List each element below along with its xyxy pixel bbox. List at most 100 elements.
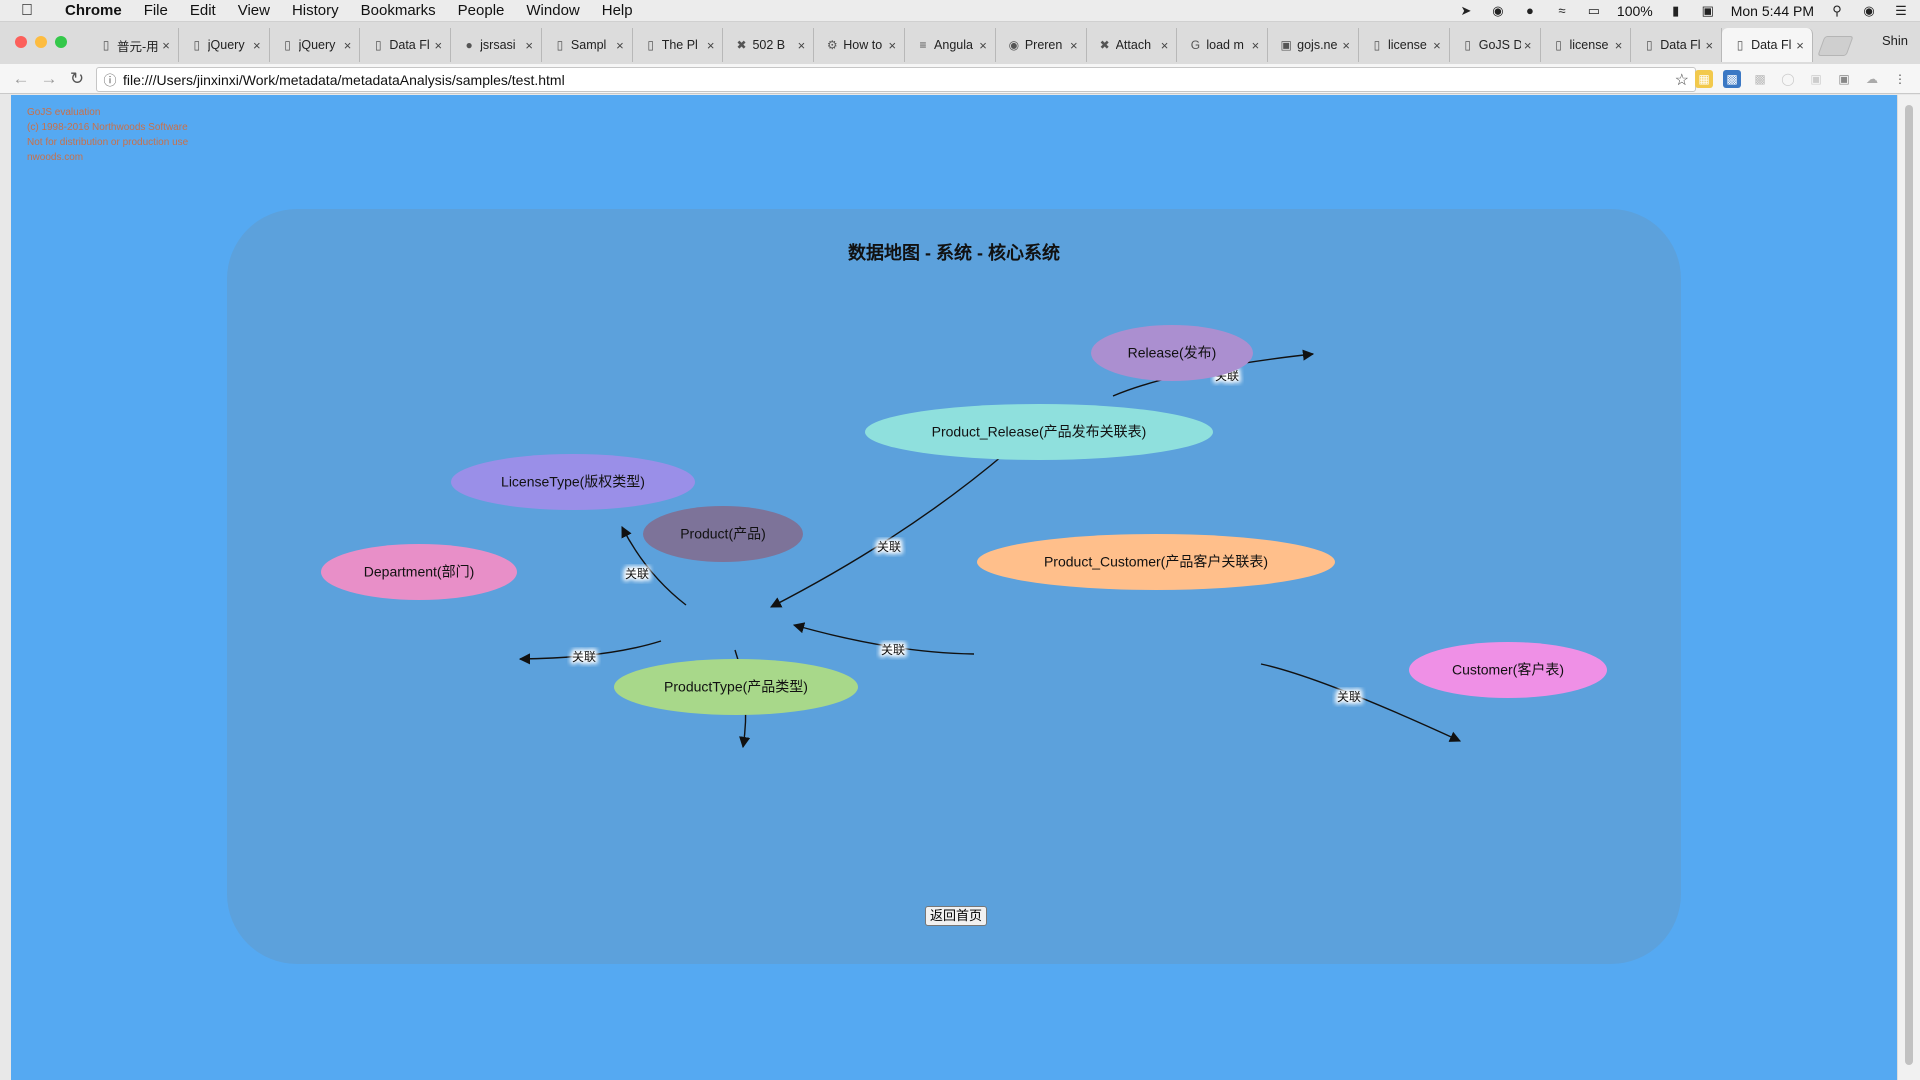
- new-tab-button[interactable]: [1817, 36, 1854, 56]
- profile-name[interactable]: Shin: [1881, 33, 1908, 48]
- data-map-diagram[interactable]: 关联关联关联关联关联关联关联关联关联关联关联关联关联关联 Release(发布)…: [227, 209, 1681, 964]
- browser-tab[interactable]: ▯license×: [1541, 28, 1632, 62]
- browser-tab[interactable]: ▯Sampl×: [542, 28, 633, 62]
- edge-product-release-to-product[interactable]: [770, 450, 1009, 608]
- notification-center-icon[interactable]: ☰: [1895, 3, 1907, 18]
- siri-icon[interactable]: ◉: [1863, 3, 1875, 18]
- battery-icon[interactable]: ▮: [1672, 3, 1680, 18]
- close-tab-icon[interactable]: ×: [979, 38, 987, 53]
- browser-tab[interactable]: ●jsrsasi×: [451, 28, 542, 62]
- browser-tab[interactable]: ▯普元-用×: [88, 28, 179, 62]
- edge-product-to-department[interactable]: [518, 640, 662, 665]
- close-tab-icon[interactable]: ×: [1251, 38, 1260, 53]
- close-tab-icon[interactable]: ×: [525, 38, 533, 53]
- node-shape[interactable]: [1409, 642, 1607, 698]
- return-home-button[interactable]: 返回首页: [925, 906, 988, 926]
- browser-tab[interactable]: ▣gojs.ne×: [1268, 28, 1359, 62]
- extension-qr-icon[interactable]: ▩: [1754, 72, 1766, 86]
- close-tab-icon[interactable]: ×: [1342, 38, 1350, 53]
- address-bar[interactable]: ⓘ file:///Users/jinxinxi/Work/metadata/m…: [96, 67, 1696, 92]
- menu-app-name[interactable]: Chrome: [65, 1, 122, 19]
- close-tab-icon[interactable]: ×: [1160, 38, 1169, 53]
- scrollbar-thumb[interactable]: [1905, 105, 1913, 1065]
- apple-menu-icon[interactable]: : [0, 2, 54, 20]
- headphones-icon[interactable]: ◉: [1492, 3, 1504, 18]
- browser-tab[interactable]: ▯The Pl×: [633, 28, 724, 62]
- browser-tab[interactable]: ▯GoJS D×: [1450, 28, 1541, 62]
- close-tab-icon[interactable]: ×: [434, 38, 443, 53]
- close-tab-icon[interactable]: ×: [616, 38, 624, 53]
- close-tab-icon[interactable]: ×: [797, 38, 806, 53]
- menu-file[interactable]: File: [143, 1, 168, 19]
- zoom-window-icon[interactable]: [55, 36, 67, 48]
- browser-tab[interactable]: ✖Attach×: [1087, 28, 1178, 62]
- wechat-icon[interactable]: ●: [1525, 3, 1534, 18]
- close-tab-icon[interactable]: ×: [1523, 38, 1532, 53]
- spotlight-search-icon[interactable]: ⚲: [1832, 3, 1842, 18]
- s-app-icon[interactable]: ▣: [1701, 3, 1714, 18]
- browser-tab[interactable]: ▯Data Fl×: [1631, 28, 1723, 62]
- node-license-type[interactable]: LicenseType(版权类型): [451, 454, 695, 510]
- close-tab-icon[interactable]: ×: [343, 38, 352, 53]
- menubar-clock[interactable]: Mon 5:44 PM: [1730, 3, 1814, 19]
- extension-clock-icon[interactable]: ◯: [1781, 72, 1795, 86]
- info-icon[interactable]: ⓘ: [103, 73, 117, 88]
- node-product-customer[interactable]: Product_Customer(产品客户关联表): [977, 534, 1335, 590]
- close-tab-icon[interactable]: ×: [1705, 38, 1714, 53]
- chrome-menu-icon[interactable]: ⋮: [1894, 72, 1906, 86]
- node-product[interactable]: Product(产品): [643, 506, 803, 562]
- browser-tab[interactable]: ⚙How to×: [814, 28, 906, 62]
- wifi-icon[interactable]: ≈: [1558, 3, 1566, 18]
- browser-tab[interactable]: ▯jQuery×: [270, 28, 361, 62]
- extension-cloud-icon[interactable]: ☁: [1866, 72, 1878, 86]
- node-customer[interactable]: Customer(客户表): [1409, 642, 1607, 698]
- node-shape[interactable]: [451, 454, 695, 510]
- node-shape[interactable]: [643, 506, 803, 562]
- address-url[interactable]: file:///Users/jinxinxi/Work/metadata/met…: [123, 71, 565, 88]
- edge-product-customer-to-product[interactable]: [792, 622, 975, 655]
- extension-square-icon[interactable]: ▣: [1838, 72, 1850, 86]
- menu-view[interactable]: View: [237, 1, 270, 19]
- node-shape[interactable]: [1091, 325, 1253, 381]
- close-tab-icon[interactable]: ×: [252, 38, 261, 53]
- menu-edit[interactable]: Edit: [189, 1, 216, 19]
- node-shape[interactable]: [321, 544, 517, 600]
- menu-window[interactable]: Window: [526, 1, 580, 19]
- reload-icon[interactable]: ↻: [69, 69, 85, 88]
- node-product-type[interactable]: ProductType(产品类型): [614, 659, 858, 715]
- close-tab-icon[interactable]: ×: [706, 38, 715, 53]
- airplay-icon[interactable]: ▭: [1587, 3, 1601, 18]
- close-window-icon[interactable]: [15, 36, 27, 48]
- forward-arrow-icon[interactable]: →: [40, 69, 58, 88]
- close-tab-icon[interactable]: ×: [1070, 38, 1078, 53]
- browser-tab[interactable]: ≡Angula×: [905, 28, 996, 62]
- node-shape[interactable]: [865, 404, 1213, 460]
- close-tab-icon[interactable]: ×: [1614, 38, 1623, 53]
- browser-tab[interactable]: ▯license×: [1359, 28, 1450, 62]
- back-arrow-icon[interactable]: ←: [12, 69, 30, 88]
- menu-history[interactable]: History: [291, 1, 339, 19]
- menu-help[interactable]: Help: [601, 1, 633, 19]
- browser-tab[interactable]: ▯Data Fl×: [1722, 28, 1813, 62]
- node-release[interactable]: Release(发布): [1091, 325, 1253, 381]
- menu-bookmarks[interactable]: Bookmarks: [360, 1, 436, 19]
- node-shape[interactable]: [614, 659, 858, 715]
- browser-tab[interactable]: ✖502 B×: [723, 28, 815, 62]
- feather-icon[interactable]: ➤: [1460, 3, 1472, 18]
- browser-tab[interactable]: ▯jQuery×: [179, 28, 270, 62]
- node-department[interactable]: Department(部门): [321, 544, 517, 600]
- bookmark-star-icon[interactable]: ☆: [1674, 72, 1689, 89]
- menu-people[interactable]: People: [457, 1, 505, 19]
- close-tab-icon[interactable]: ×: [1796, 38, 1804, 53]
- minimize-window-icon[interactable]: [35, 36, 47, 48]
- extension-screen-icon[interactable]: ▩: [1723, 70, 1741, 88]
- edge-product-customer-to-customer[interactable]: [1260, 663, 1462, 742]
- node-shape[interactable]: [977, 534, 1335, 590]
- close-tab-icon[interactable]: ×: [162, 38, 170, 53]
- extension-box-icon[interactable]: ▣: [1810, 72, 1822, 86]
- edge-product-to-license-type[interactable]: [621, 526, 687, 606]
- node-product-release[interactable]: Product_Release(产品发布关联表): [865, 404, 1213, 460]
- close-tab-icon[interactable]: ×: [1433, 38, 1441, 53]
- close-tab-icon[interactable]: ×: [888, 38, 897, 53]
